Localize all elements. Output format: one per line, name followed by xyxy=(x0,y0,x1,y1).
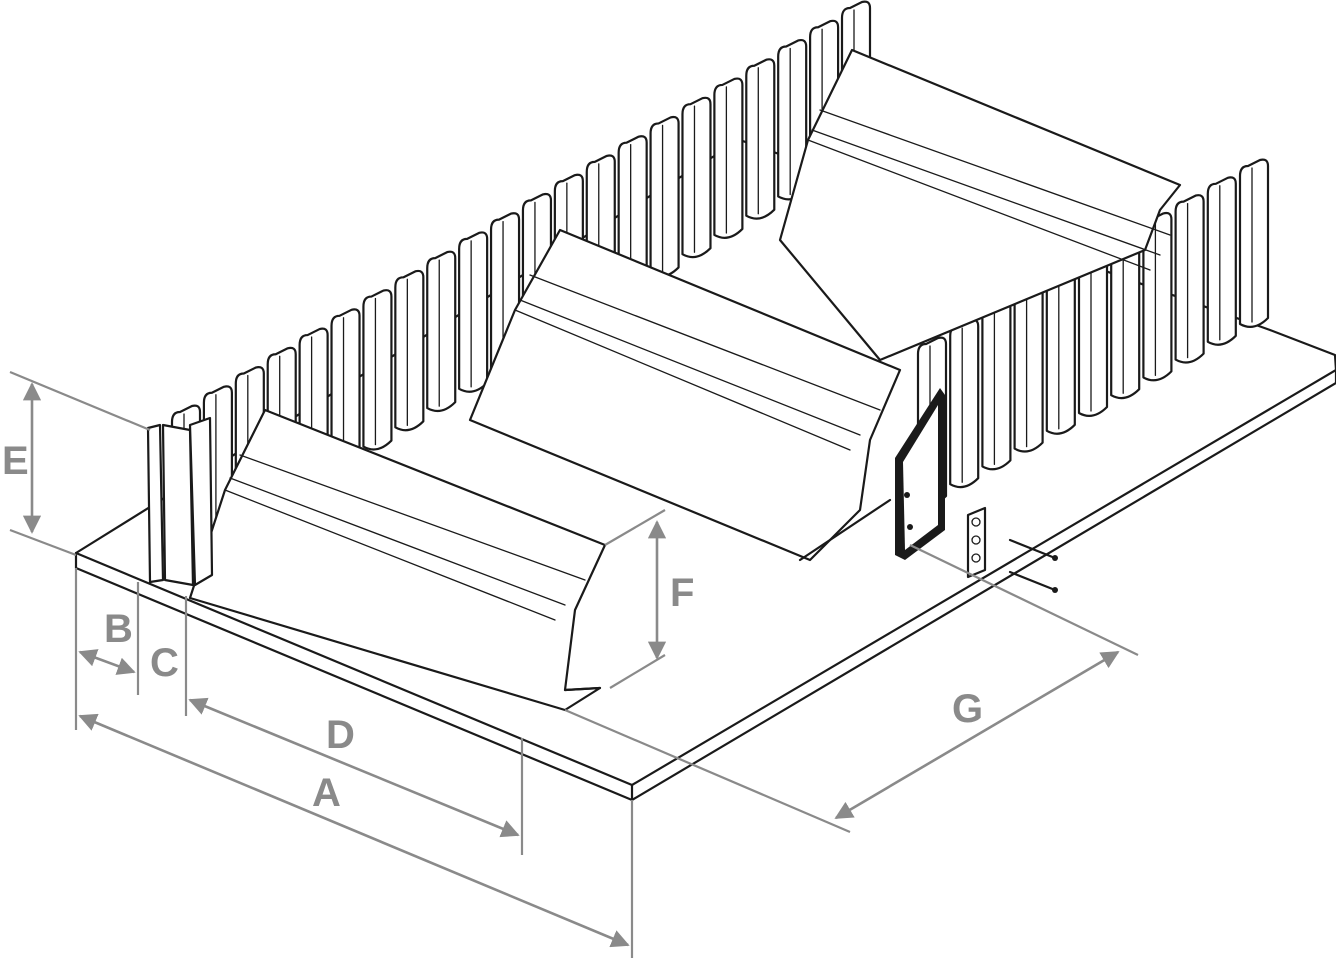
sidewall-pocket xyxy=(1045,265,1076,435)
bolt-lower xyxy=(1008,570,1058,593)
dimension-label-c: C xyxy=(150,641,179,685)
sidewall-pocket xyxy=(949,318,980,489)
cleat-rear xyxy=(778,48,1182,362)
sidewall-pocket xyxy=(981,300,1012,471)
dimension-a: A xyxy=(78,713,634,958)
sidewall-pocket xyxy=(394,269,425,432)
dimension-label-f: F xyxy=(670,571,694,615)
cleat-front xyxy=(188,408,607,712)
sidewall-pocket xyxy=(426,250,457,413)
sidewall-pocket xyxy=(681,96,712,259)
bolt-upper xyxy=(1008,538,1058,561)
sidewall-pocket xyxy=(745,58,776,220)
sidewall-pocket xyxy=(713,77,744,239)
dimension-b: B xyxy=(74,568,140,730)
dimension-label-e: E xyxy=(2,439,29,483)
dimension-e: E xyxy=(2,370,151,557)
sidewall-pocket xyxy=(649,115,680,278)
sidewall-pocket xyxy=(362,289,393,451)
sidewall-pocket xyxy=(1013,283,1044,453)
dimension-f: F xyxy=(604,509,694,689)
dimension-g: G xyxy=(564,544,1139,834)
dimension-c: C xyxy=(150,596,188,716)
dimension-label-d: D xyxy=(326,713,355,757)
dimension-label-g: G xyxy=(952,687,983,731)
fixing-bracket xyxy=(895,388,987,579)
dimension-label-a: A xyxy=(312,771,341,815)
sidewall-pocket xyxy=(1174,194,1205,364)
right-sidewall xyxy=(916,158,1270,507)
sidewall-pocket xyxy=(458,231,489,393)
dimension-label-b: B xyxy=(104,607,133,651)
sidewall-pocket xyxy=(1206,176,1237,346)
sidewall-pocket xyxy=(1238,158,1270,329)
cleat-middle xyxy=(468,228,902,562)
front-sidewall-end xyxy=(146,416,214,587)
